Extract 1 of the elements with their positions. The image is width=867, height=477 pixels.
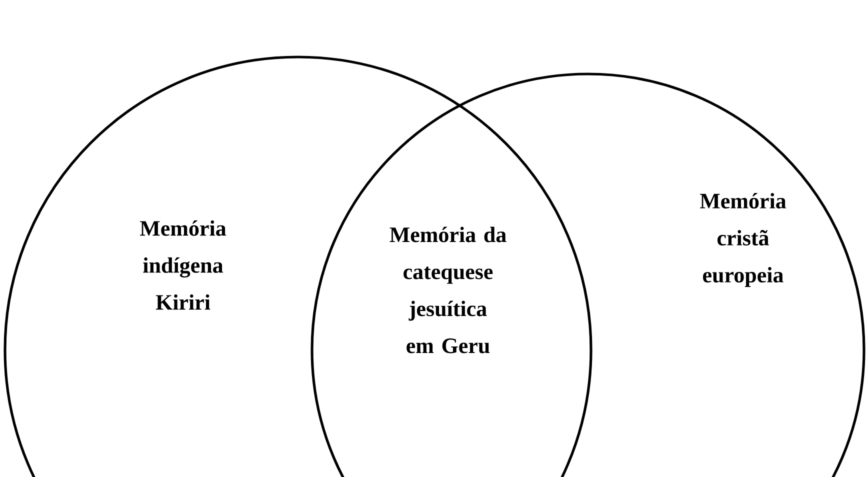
overlap-label: Memória da catequese jesuítica em Geru [390,226,506,354]
